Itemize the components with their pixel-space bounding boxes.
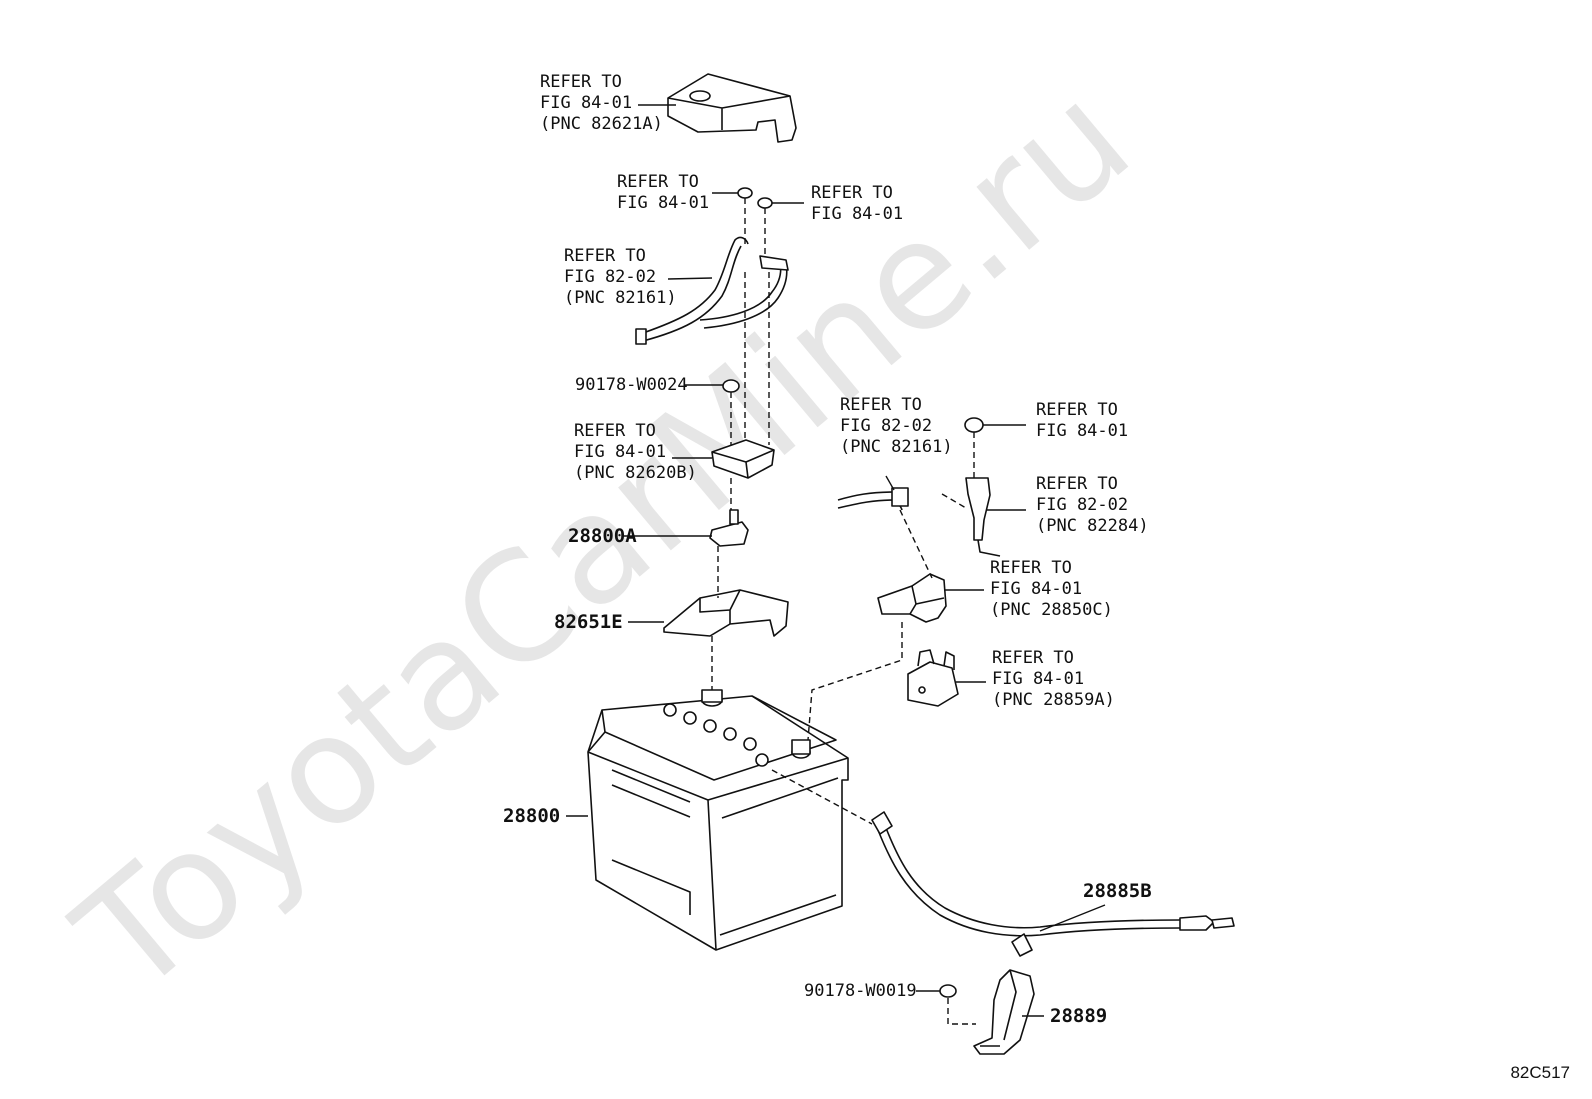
- callout-nut-left: REFER TO FIG 84-01: [617, 172, 710, 213]
- terminal-28859a-illustration: [907, 649, 959, 707]
- wire-82284-illustration: [965, 477, 1001, 557]
- callout-nut-90178-w0019: 90178-W0019: [804, 981, 917, 1001]
- callout-cable-28885b: 28885B: [1083, 880, 1152, 902]
- nut-90178-w0024-illustration: [722, 379, 740, 393]
- callout-nut-right: REFER TO FIG 84-01: [811, 183, 904, 224]
- callout-bracket-82620b: REFER TO FIG 84-01 (PNC 82620B): [574, 421, 697, 483]
- part-82651e-illustration: [663, 589, 789, 637]
- mid-cable-illustration: [837, 487, 909, 511]
- callout-part-28800a: 28800A: [568, 525, 637, 547]
- callout-cable-upper: REFER TO FIG 82-02 (PNC 82161): [564, 246, 677, 308]
- callout-bracket-28889: 28889: [1050, 1005, 1108, 1027]
- callout-terminal-28850c: REFER TO FIG 84-01 (PNC 28850C): [990, 558, 1113, 620]
- callout-battery-28800: 28800: [503, 805, 561, 827]
- nut-right-illustration: [757, 197, 773, 209]
- callout-terminal-28859a: REFER TO FIG 84-01 (PNC 28859A): [992, 648, 1115, 710]
- terminal-28850c-illustration: [877, 573, 947, 623]
- assembly-guides: [711, 198, 976, 1025]
- nut-left-illustration: [737, 187, 753, 199]
- callout-nut-mid-right: REFER TO FIG 84-01: [1036, 400, 1129, 441]
- callout-top-cover: REFER TO FIG 84-01 (PNC 82621A): [540, 72, 663, 134]
- battery-illustration: [587, 689, 849, 951]
- top-cover-illustration: [667, 73, 797, 143]
- callout-wire-82284: REFER TO FIG 82-02 (PNC 82284): [1036, 474, 1149, 536]
- cable-28885b-illustration: [871, 811, 1235, 957]
- callout-cable-mid: REFER TO FIG 82-02 (PNC 82161): [840, 395, 953, 457]
- figure-code: 82C517: [1510, 1063, 1570, 1082]
- part-28800a-illustration: [709, 509, 749, 547]
- callout-nut-90178-w0024: 90178-W0024: [575, 375, 688, 395]
- nut-mid-right-illustration: [964, 417, 984, 433]
- upper-cable-illustration: [635, 236, 789, 345]
- nut-90178-w0019-illustration: [939, 984, 957, 998]
- bracket-28889-illustration: [973, 969, 1035, 1055]
- callout-part-82651e: 82651E: [554, 611, 623, 633]
- leader-lines: [566, 104, 1106, 1017]
- bracket-82620b-illustration: [711, 439, 775, 479]
